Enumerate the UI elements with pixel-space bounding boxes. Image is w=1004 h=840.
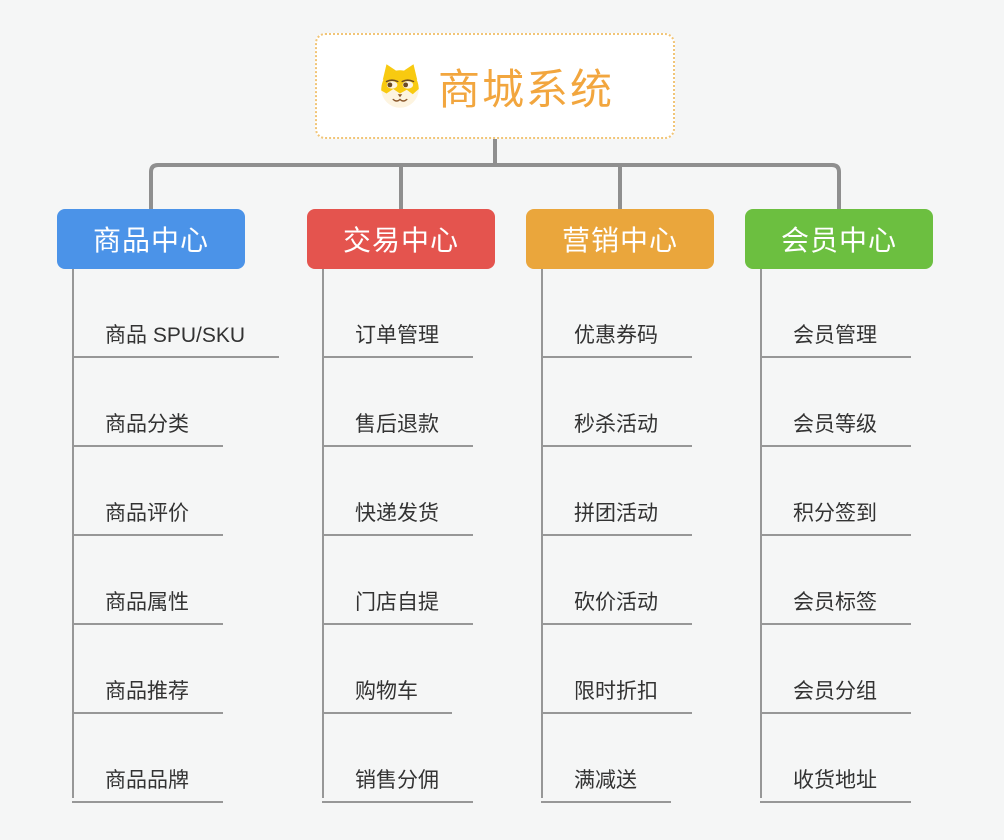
leaf-node[interactable]: 商品分类 [72,408,223,447]
branch-leaves: 会员管理 会员等级 积分签到 会员标签 会员分组 收货地址 [745,269,933,803]
leaf-node[interactable]: 商品 SPU/SKU [72,319,280,358]
branch-leaves: 订单管理 售后退款 快递发货 门店自提 购物车 销售分佣 [307,269,495,803]
leaf-row: 售后退款 [307,358,495,447]
leaf-node[interactable]: 售后退款 [322,408,473,447]
leaf-row: 商品属性 [57,536,245,625]
leaf-row: 商品评价 [57,447,245,536]
leaf-node[interactable]: 会员等级 [760,408,911,447]
root-node-mall-system[interactable]: 商城系统 [315,33,675,139]
branch-column-trade-center: 交易中心 订单管理 售后退款 快递发货 门店自提 购物车 销售分佣 [307,209,495,803]
leaf-node[interactable]: 优惠券码 [541,319,692,358]
leaf-row: 限时折扣 [526,625,714,714]
leaf-row: 购物车 [307,625,495,714]
leaf-row: 优惠券码 [526,269,714,358]
leaf-node[interactable]: 积分签到 [760,497,911,536]
branch-column-member-center: 会员中心 会员管理 会员等级 积分签到 会员标签 会员分组 收货地址 [745,209,933,803]
branch-column-product-center: 商品中心 商品 SPU/SKU 商品分类 商品评价 商品属性 商品推荐 商品品牌 [57,209,280,803]
leaf-node[interactable]: 订单管理 [322,319,473,358]
branch-node-marketing-center[interactable]: 营销中心 [526,209,714,269]
leaf-node[interactable]: 会员分组 [760,675,911,714]
branch-node-member-center[interactable]: 会员中心 [745,209,933,269]
leaf-trunk-line [322,269,324,798]
leaf-row: 商品品牌 [57,714,245,803]
leaf-row: 秒杀活动 [526,358,714,447]
leaf-row: 会员标签 [745,536,933,625]
leaf-node[interactable]: 商品属性 [72,586,223,625]
leaf-node[interactable]: 快递发货 [322,497,473,536]
leaf-node[interactable]: 商品品牌 [72,764,223,803]
branch-leaves: 优惠券码 秒杀活动 拼团活动 砍价活动 限时折扣 满减送 [526,269,714,803]
leaf-node[interactable]: 购物车 [322,675,452,714]
leaf-trunk-line [541,269,543,798]
leaf-node[interactable]: 限时折扣 [541,675,692,714]
leaf-node[interactable]: 门店自提 [322,586,473,625]
leaf-row: 会员分组 [745,625,933,714]
leaf-node[interactable]: 秒杀活动 [541,408,692,447]
leaf-node[interactable]: 满减送 [541,764,671,803]
leaf-node[interactable]: 销售分佣 [322,764,473,803]
branch-node-product-center[interactable]: 商品中心 [57,209,245,269]
dog-face-icon [381,64,419,108]
leaf-node[interactable]: 砍价活动 [541,586,692,625]
leaf-row: 砍价活动 [526,536,714,625]
leaf-trunk-line [760,269,762,798]
leaf-row: 销售分佣 [307,714,495,803]
leaf-trunk-line [72,269,74,798]
leaf-row: 订单管理 [307,269,495,358]
leaf-row: 拼团活动 [526,447,714,536]
leaf-node[interactable]: 收货地址 [760,764,911,803]
branch-column-marketing-center: 营销中心 优惠券码 秒杀活动 拼团活动 砍价活动 限时折扣 满减送 [526,209,714,803]
leaf-node[interactable]: 会员管理 [760,319,911,358]
leaf-row: 门店自提 [307,536,495,625]
branch-node-trade-center[interactable]: 交易中心 [307,209,495,269]
root-node-label: 商城系统 [437,65,614,113]
leaf-row: 满减送 [526,714,714,803]
leaf-row: 商品 SPU/SKU [57,269,280,358]
leaf-row: 快递发货 [307,447,495,536]
leaf-row: 商品推荐 [57,625,245,714]
leaf-node[interactable]: 会员标签 [760,586,911,625]
branch-rail-line [149,163,841,209]
branch-leaves: 商品 SPU/SKU 商品分类 商品评价 商品属性 商品推荐 商品品牌 [57,269,280,803]
leaf-row: 会员等级 [745,358,933,447]
leaf-node[interactable]: 拼团活动 [541,497,692,536]
leaf-row: 积分签到 [745,447,933,536]
leaf-node[interactable]: 商品评价 [72,497,223,536]
leaf-node[interactable]: 商品推荐 [72,675,223,714]
leaf-row: 会员管理 [745,269,933,358]
leaf-row: 商品分类 [57,358,245,447]
leaf-row: 收货地址 [745,714,933,803]
